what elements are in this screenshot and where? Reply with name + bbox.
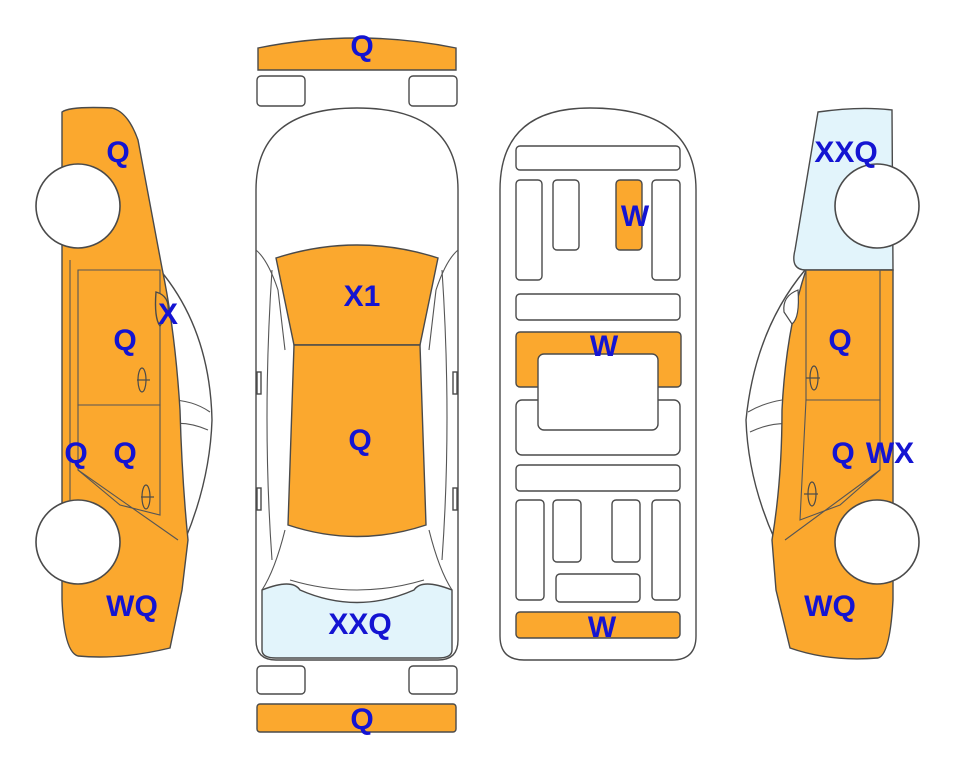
left-glass-outline [159, 269, 213, 541]
underside-rear-crossbar [515, 464, 681, 492]
top-right-pillar [428, 249, 459, 351]
top-rear-glass-panel[interactable] [261, 583, 453, 659]
right-sill-line [784, 469, 881, 541]
top-hood-panel[interactable] [275, 244, 439, 346]
front-bumper-panel[interactable] [257, 37, 457, 71]
left-rear-wheel [35, 499, 121, 585]
underside-front-bar [515, 145, 681, 171]
left-mirror-panel[interactable] [154, 291, 169, 328]
underside-rear-right-block [611, 499, 641, 563]
left-front-door-code: Q [113, 324, 136, 357]
front-right-headlight [408, 75, 458, 107]
rear-bumper-code: Q [350, 703, 373, 736]
underside-bottom-code: W [588, 611, 617, 644]
left-rear-door-code: Q [113, 437, 136, 470]
top-left-handle [256, 487, 262, 511]
front-left-headlight [256, 75, 306, 107]
right-front-door-code: Q [828, 324, 851, 357]
left-side-view: Q X Q Q Q WQ [35, 106, 213, 658]
right-front-glass-code: XXQ [814, 136, 877, 169]
top-hood-code: X1 [344, 280, 381, 313]
underside-front-left-block [552, 179, 580, 251]
top-view-body [255, 107, 459, 661]
top-right-contour [441, 269, 448, 561]
right-rear-door-seam [799, 399, 881, 521]
top-roof-panel[interactable] [287, 344, 427, 538]
right-rear-wheel [834, 499, 920, 585]
top-left-contour [266, 269, 273, 561]
underside-middle-code: W [590, 330, 619, 363]
underside-rear-left-rail [515, 499, 545, 601]
left-rocker-code: Q [64, 437, 87, 470]
right-front-wheel [834, 163, 920, 249]
underside-front-left-rail [515, 179, 543, 281]
right-side-view: XXQ Q Q WX WQ [745, 107, 920, 660]
top-left-pillar [255, 249, 286, 351]
underside-rear-left-block [552, 499, 582, 563]
top-rear-glass-code: XXQ [328, 608, 391, 641]
left-front-wheel [35, 163, 121, 249]
left-rear-quarter-code: WQ [106, 590, 158, 623]
right-rear-door-code: Q [831, 437, 854, 470]
front-bumper[interactable]: Q [257, 30, 457, 71]
top-left-mirror [256, 371, 262, 395]
underside-upper-panel[interactable] [615, 179, 643, 251]
rear-bumper-panel[interactable] [256, 703, 457, 733]
top-roof-code: Q [348, 424, 371, 457]
rear-bumper[interactable]: Q [256, 703, 457, 736]
underside-body [499, 107, 697, 661]
rear-left-light [256, 665, 306, 695]
underside-bottom-panel[interactable] [515, 611, 681, 639]
top-left-rear-pillar [261, 529, 286, 591]
left-sill-line [77, 469, 179, 541]
left-front-fender-code: Q [106, 136, 129, 169]
underside-upper-code: W [621, 200, 650, 233]
right-rear-edge-code: WX [866, 437, 914, 470]
underside-rear-right-rail [651, 499, 681, 601]
underside-crossbar [515, 293, 681, 321]
front-bumper-code: Q [350, 30, 373, 63]
left-mirror-code: X [158, 298, 178, 331]
underside-front-right-rail [651, 179, 681, 281]
top-right-rear-pillar [428, 529, 453, 591]
top-view: X1 Q XXQ [255, 107, 459, 661]
underside-view: W W W [499, 107, 697, 661]
rear-right-light [408, 665, 458, 695]
underside-rear-box [555, 573, 641, 603]
right-rear-quarter-code: WQ [804, 590, 856, 623]
top-right-handle [452, 487, 458, 511]
underside-center-box [537, 353, 659, 431]
top-trunk-line [289, 579, 425, 591]
left-rear-door-seam [77, 404, 161, 516]
right-glass-outline [745, 269, 806, 541]
right-mirror [783, 289, 799, 325]
top-right-mirror [452, 371, 458, 395]
